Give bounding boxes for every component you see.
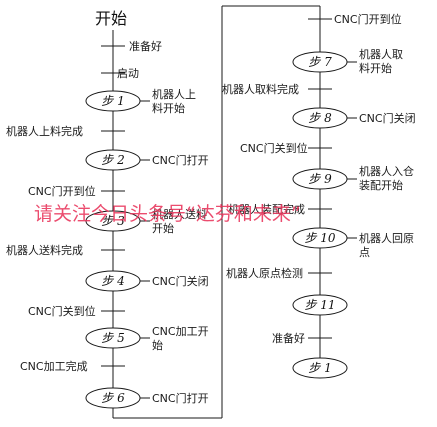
diagram-title: 开始 — [95, 9, 127, 28]
step-label: 步 1 — [101, 94, 124, 108]
transition-label: CNC门关到位 — [28, 304, 96, 318]
step-node: 步 9 — [292, 168, 348, 190]
step-label: 步 7 — [308, 55, 332, 69]
action-text: 装配开始 — [359, 178, 403, 192]
transition-label: CNC门关到位 — [240, 141, 308, 155]
step-node: 步 6 — [85, 387, 141, 409]
action-text: 机器人回原 — [359, 231, 414, 245]
step-label: 步 5 — [101, 331, 124, 345]
transition-label: CNC加工完成 — [20, 359, 88, 373]
step-label: 步 3 — [101, 214, 125, 228]
action-text: 机器人上 — [152, 87, 196, 101]
transition-label: 启动 — [117, 67, 139, 80]
action-text: 料开始 — [359, 61, 392, 75]
step-node: 步 7 — [292, 51, 348, 73]
step-label: 步 8 — [308, 111, 332, 125]
step-label: 步 2 — [101, 153, 124, 167]
step-label: 步 11 — [304, 298, 335, 312]
step-label: 步 6 — [101, 391, 125, 405]
right-column-transitions: CNC门开到位 机器人取料完成 CNC门关到位 机器人装配完成 机器人原点检测 … — [222, 12, 402, 345]
step-node: 步 1 — [292, 357, 348, 379]
watermark-text: 请关注今日头条号“达芬和未来” — [34, 203, 301, 225]
action-text: 开始 — [152, 221, 174, 235]
right-column-flow — [308, 18, 357, 358]
step-node: 步 3 — [85, 210, 141, 232]
transition-label: 准备好 — [129, 39, 162, 53]
transition-label: CNC门开到位 — [334, 12, 402, 26]
step-node: 步 4 — [85, 270, 141, 292]
action-text: 机器人送料 — [152, 207, 207, 221]
transition-label: 机器人取料完成 — [222, 82, 299, 96]
right-column-actions: 机器人取 料开始 CNC门关闭 机器人入仓 装配开始 机器人回原 点 — [359, 47, 416, 259]
step-node: 步 8 — [292, 107, 348, 129]
left-column-flow — [101, 5, 321, 419]
transition-label: 机器人送料完成 — [6, 243, 83, 257]
transition-label: CNC门开到位 — [28, 184, 96, 198]
step-label: 步 1 — [308, 361, 331, 375]
left-column-transitions: 准备好 启动 机器人上料完成 CNC门开到位 机器人送料完成 CNC门关到位 C… — [6, 39, 162, 373]
action-text: 料开始 — [152, 101, 185, 115]
action-text: CNC门关闭 — [152, 274, 209, 288]
step-label: 步 10 — [304, 231, 335, 245]
step-node: 步 2 — [85, 149, 141, 171]
right-column-steps: 步 7 步 8 步 9 步 10 步 11 步 1 — [292, 51, 348, 379]
transition-label: 机器人上料完成 — [6, 124, 83, 138]
step-label: 步 4 — [101, 274, 124, 288]
transition-label: 机器人原点检测 — [226, 266, 303, 280]
left-column-actions: 机器人上 料开始 CNC门打开 机器人送料 开始 CNC门关闭 CNC加工开 始… — [152, 87, 209, 405]
step-node: 步 1 — [85, 90, 141, 112]
transition-label: 准备好 — [272, 331, 305, 345]
action-text: CNC门关闭 — [359, 111, 416, 125]
action-text: CNC门打开 — [152, 391, 209, 405]
action-text: 始 — [152, 338, 163, 352]
step-label: 步 9 — [308, 172, 332, 186]
step-node: 步 11 — [292, 294, 348, 316]
step-node: 步 10 — [292, 227, 348, 249]
action-text: 机器人取 — [359, 47, 403, 61]
left-column-steps: 步 1 步 2 步 3 步 4 步 5 步 6 — [85, 90, 141, 409]
transition-label: 机器人装配完成 — [228, 202, 305, 216]
action-text: CNC门打开 — [152, 153, 209, 167]
action-text: 机器人入仓 — [359, 164, 414, 178]
step-node: 步 5 — [85, 327, 141, 349]
action-text: CNC加工开 — [152, 325, 209, 338]
action-text: 点 — [359, 246, 370, 259]
